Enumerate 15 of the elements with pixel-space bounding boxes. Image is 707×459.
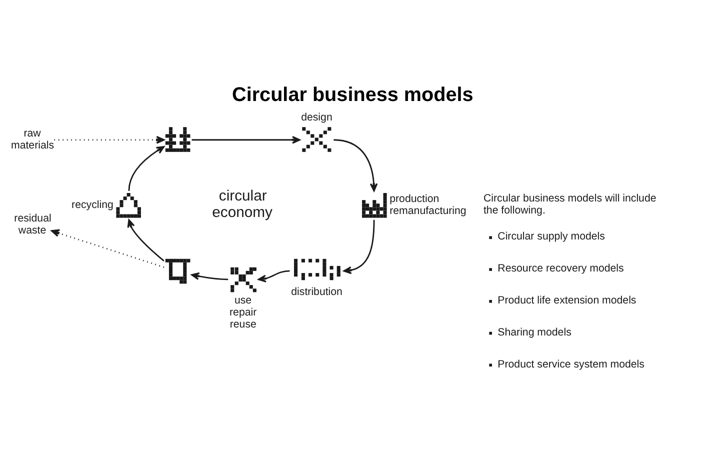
label: Sharing models — [498, 326, 572, 338]
label: Resource recovery models — [498, 262, 624, 274]
node-label: recycling — [72, 198, 114, 210]
node-label: production remanufacturing — [390, 192, 466, 216]
label: Circular supply models — [498, 230, 605, 242]
label: Circular business models will include the following. — [483, 192, 656, 216]
node-label: design — [301, 111, 332, 124]
node-label: distribution — [291, 285, 342, 298]
node-text: residual waste — [14, 212, 52, 236]
label: circular economy — [212, 188, 272, 220]
node-label: use repair reuse — [230, 294, 257, 330]
label: Product life extension models — [498, 294, 636, 306]
diagram-title: Circular business models — [232, 83, 474, 106]
node-text: raw materials — [10, 126, 54, 151]
label: Product service system models — [498, 358, 644, 370]
